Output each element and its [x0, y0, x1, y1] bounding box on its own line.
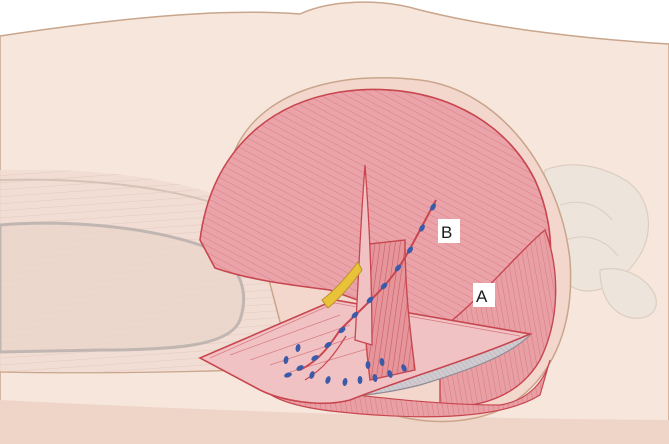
label-b-bg [438, 219, 460, 243]
label-b: B [441, 223, 452, 242]
sutures [283, 203, 436, 386]
label-b-group: B [438, 219, 460, 243]
nerve [321, 261, 363, 309]
gluteal-muscle [199, 88, 552, 341]
thigh-inner [0, 221, 246, 354]
label-a-bg [473, 283, 495, 307]
triangular-flap-fibers [209, 302, 521, 359]
label-a: A [476, 287, 488, 306]
label-a-group: A [473, 283, 495, 307]
skin-lower-band [0, 400, 669, 444]
